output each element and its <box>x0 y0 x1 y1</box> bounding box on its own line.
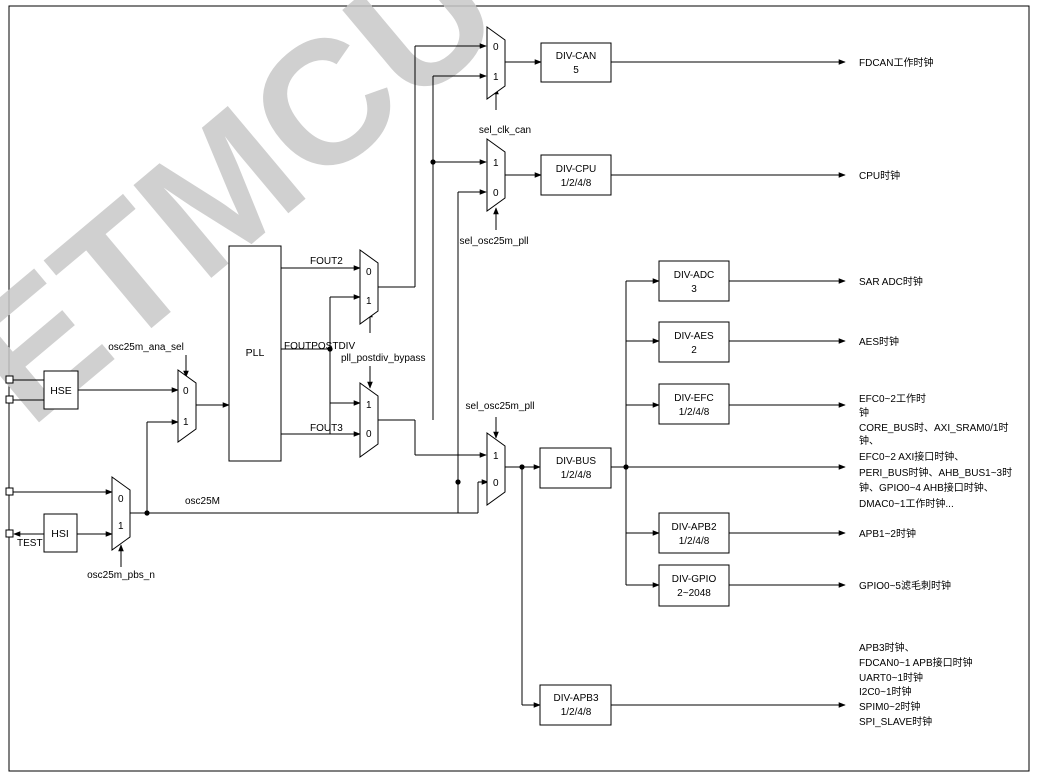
div-efc-block: DIV-EFC 1/2/4/8 <box>658 383 730 425</box>
output-efc-line-2: 钟 <box>859 406 869 419</box>
output-cpu: CPU时钟 <box>859 169 900 182</box>
output-bus-line-5: 钟、GPIO0~4 AHB接口时钟、 <box>859 481 994 494</box>
mux-pll-postdiv-a: 0 1 <box>359 249 379 325</box>
mux-sel-osc25m-pll-bus: 1 0 <box>486 432 506 506</box>
div-apb2-block: DIV-APB2 1/2/4/8 <box>658 512 730 554</box>
div-gpio-name: DIV-GPIO <box>672 574 717 585</box>
mux-sel-osc25m-pll-cpu: 1 0 <box>486 138 506 212</box>
output-bus-line-1: CORE_BUS时、AXI_SRAM0/1时 <box>859 422 1009 434</box>
output-sar-adc: SAR ADC时钟 <box>859 275 923 288</box>
hsi-block: HSI <box>43 513 78 553</box>
div-cpu-block: DIV-CPU 1/2/4/8 <box>540 154 612 196</box>
output-fdcan: FDCAN工作时钟 <box>859 56 933 69</box>
mux-input-0: 0 <box>183 386 189 397</box>
div-aes-block: DIV-AES 2 <box>658 321 730 363</box>
div-bus-block: DIV-BUS 1/2/4/8 <box>539 447 612 489</box>
mux-input-0: 0 <box>493 478 499 489</box>
div-can-ratio: 5 <box>573 65 579 76</box>
div-apb3-ratio: 1/2/4/8 <box>561 707 592 718</box>
signal-fout2: FOUT2 <box>310 256 343 267</box>
signal-sel-osc25m-pll-cpu: sel_osc25m_pll <box>460 236 529 247</box>
output-bus-line-3: EFC0~2 AXI接口时钟、 <box>859 450 964 463</box>
hse-label: HSE <box>50 385 72 397</box>
signal-pll-postdiv-bypass: pll_postdiv_bypass <box>341 353 426 364</box>
div-adc-block: DIV-ADC 3 <box>658 260 730 302</box>
signal-fout3: FOUT3 <box>310 423 343 434</box>
output-bus-line-6: DMAC0~1工作时钟... <box>859 497 954 510</box>
signal-foutpostdiv: FOUTPOSTDIV <box>284 341 355 352</box>
output-apb3-line-2: FDCAN0~1 APB接口时钟 <box>859 656 973 669</box>
test-label: TEST <box>17 538 43 549</box>
mux-input-1: 1 <box>493 451 499 462</box>
mux-input-0: 0 <box>493 188 499 199</box>
output-gpio: GPIO0~5滤毛刺时钟 <box>859 579 951 592</box>
output-apb3-line-1: APB3时钟、 <box>859 641 915 654</box>
output-apb3-line-5: SPIM0~2时钟 <box>859 700 920 713</box>
div-aes-name: DIV-AES <box>674 331 714 342</box>
signal-osc25m: osc25M <box>185 496 220 507</box>
output-labels: FDCAN工作时钟 CPU时钟 SAR ADC时钟 AES时钟 EFC0~2工作… <box>859 56 1012 728</box>
mux-input-1: 1 <box>366 296 372 307</box>
div-bus-ratio: 1/2/4/8 <box>561 470 592 481</box>
output-bus-line-4: PERI_BUS时钟、AHB_BUS1~3时 <box>859 466 1012 479</box>
pll-block: PLL <box>228 245 282 462</box>
mux-input-0: 0 <box>366 429 372 440</box>
div-bus-name: DIV-BUS <box>556 456 596 467</box>
div-cpu-name: DIV-CPU <box>556 164 597 175</box>
mux-input-1: 1 <box>366 400 372 411</box>
pll-label: PLL <box>246 347 265 359</box>
div-apb2-ratio: 1/2/4/8 <box>679 536 710 547</box>
hse-block: HSE <box>43 370 79 410</box>
mux-input-1: 1 <box>493 158 499 169</box>
mux-input-1: 1 <box>118 521 124 532</box>
signal-labels: osc25m_ana_sel osc25m_pbs_n osc25M FOUT2… <box>87 125 534 581</box>
div-efc-name: DIV-EFC <box>674 393 713 404</box>
div-can-block: DIV-CAN 5 <box>540 42 612 83</box>
div-adc-ratio: 3 <box>691 284 697 295</box>
div-aes-ratio: 2 <box>691 345 697 356</box>
div-apb3-block: DIV-APB3 1/2/4/8 <box>539 684 612 726</box>
mux-osc25m-ana-sel: 0 1 <box>177 369 197 443</box>
signal-sel-clk-can: sel_clk_can <box>479 125 531 136</box>
output-apb3-line-6: SPI_SLAVE时钟 <box>859 715 932 728</box>
mux-osc25m-pbs: 0 1 <box>111 476 131 551</box>
signal-osc25m-pbs-n: osc25m_pbs_n <box>87 570 155 581</box>
input-pins <box>5 375 14 538</box>
mux-sel-clk-can: 0 1 <box>486 26 506 100</box>
div-can-name: DIV-CAN <box>556 51 597 62</box>
output-apb2: APB1~2时钟 <box>859 527 916 540</box>
div-gpio-ratio: 2~2048 <box>677 588 711 599</box>
junction-dots <box>144 159 629 516</box>
signal-sel-osc25m-pll-bus: sel_osc25m_pll <box>466 401 535 412</box>
mux-input-1: 1 <box>183 417 189 428</box>
mux-input-0: 0 <box>366 267 372 278</box>
wires <box>12 43 846 708</box>
mux-input-1: 1 <box>493 72 499 83</box>
div-gpio-block: DIV-GPIO 2~2048 <box>658 564 730 607</box>
diagram-frame <box>8 5 1030 772</box>
div-apb3-name: DIV-APB3 <box>553 693 598 704</box>
mux-pll-postdiv-b: 1 0 <box>359 382 379 458</box>
output-aes: AES时钟 <box>859 335 899 348</box>
div-cpu-ratio: 1/2/4/8 <box>561 178 592 189</box>
div-adc-name: DIV-ADC <box>674 270 715 281</box>
output-apb3-line-3: UART0~1时钟 <box>859 671 923 684</box>
mux-input-0: 0 <box>493 42 499 53</box>
mux-input-0: 0 <box>118 494 124 505</box>
output-apb3-line-4: I2C0~1时钟 <box>859 685 912 698</box>
output-efc-line-1: EFC0~2工作时 <box>859 393 926 405</box>
output-bus-line-2: 钟、 <box>859 434 879 447</box>
div-apb2-name: DIV-APB2 <box>671 522 716 533</box>
hsi-label: HSI <box>51 528 69 540</box>
div-efc-ratio: 1/2/4/8 <box>679 407 710 418</box>
signal-osc25m-ana-sel: osc25m_ana_sel <box>108 342 184 353</box>
